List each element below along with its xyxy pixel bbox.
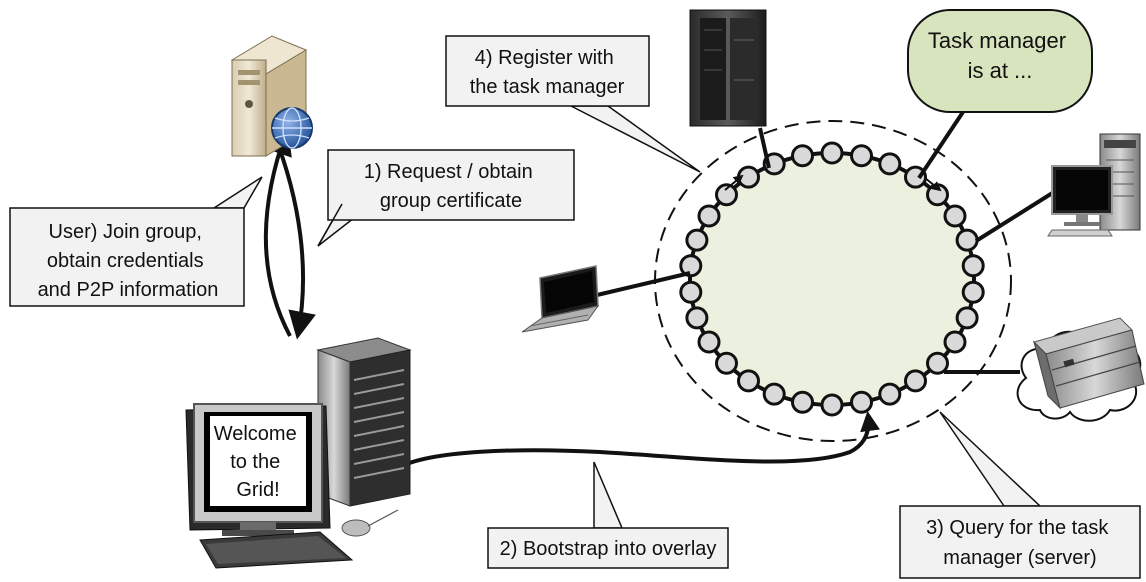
callout-query: 3) Query for the task manager (server) bbox=[899, 411, 1141, 579]
mouse bbox=[341, 519, 371, 537]
globe-icon bbox=[271, 107, 313, 149]
overlay-connections bbox=[397, 110, 1056, 470]
overlay-peer-node bbox=[878, 152, 902, 176]
callout-register: 4) Register with the task manager bbox=[445, 35, 701, 173]
svg-text:1) Request / obtain grou: 1) Request / obtain group certificate bbox=[364, 161, 539, 212]
callout-user-join-line1: User) Join group, bbox=[49, 221, 202, 243]
workstation-icon: Welcome to the Grid! bbox=[185, 337, 412, 569]
arrow-to-workstation bbox=[272, 133, 316, 340]
overlay-peer-node bbox=[943, 330, 967, 354]
overlay-peer-node bbox=[737, 369, 760, 393]
speech-bubble-line1: Task manager bbox=[928, 28, 1066, 53]
overlay-peer-node bbox=[850, 144, 873, 168]
svg-text:3) Query for the task ma: 3) Query for the task manager (server) bbox=[926, 517, 1114, 569]
overlay-peer-node bbox=[926, 351, 949, 375]
speech-bubble-line2: is at ... bbox=[968, 58, 1033, 83]
callout-request-cert-box bbox=[327, 149, 575, 221]
callout-request-cert: 1) Request / obtain group certificate bbox=[317, 149, 575, 247]
desktop-connection bbox=[974, 190, 1056, 243]
callout-query-line1: 3) Query for the task bbox=[926, 517, 1109, 539]
callout-register-line1: 4) Register with bbox=[475, 47, 614, 69]
callout-register-box bbox=[445, 35, 650, 107]
callout-request-cert-line2: group certificate bbox=[380, 190, 522, 212]
overlay-peer-node bbox=[878, 382, 902, 406]
overlay-peer-node bbox=[715, 351, 738, 375]
overlay-peer-node bbox=[850, 390, 873, 414]
tower-front-vents bbox=[353, 369, 405, 479]
credential-arrows bbox=[263, 126, 316, 340]
overlay-peer-node bbox=[820, 141, 844, 165]
overlay-peer-node bbox=[679, 280, 703, 304]
callout-bootstrap-pointer bbox=[593, 461, 624, 529]
boundary-arrow-right bbox=[924, 177, 942, 192]
desktop-pc-icon bbox=[1047, 133, 1141, 237]
bootstrap-connection bbox=[397, 411, 881, 470]
laptop-icon bbox=[521, 265, 600, 333]
boundary-arrow-left bbox=[724, 174, 744, 191]
callout-user-join-line3: and P2P information bbox=[38, 279, 219, 301]
overlay-peer-node bbox=[715, 183, 738, 207]
monitor-screen-line1: Welcome bbox=[214, 423, 297, 445]
overlay-peer-node bbox=[904, 165, 927, 189]
overlay-peer-node bbox=[904, 369, 927, 393]
rack-server-icon bbox=[689, 9, 767, 127]
rack-connection bbox=[758, 127, 771, 169]
svg-text:2) Bootstrap into overlay: 2) Bootstrap into overlay bbox=[500, 538, 717, 560]
callout-register-line2: the task manager bbox=[470, 76, 625, 98]
blade-server-icon bbox=[1033, 317, 1145, 410]
callout-bootstrap: 2) Bootstrap into overlay bbox=[487, 461, 729, 569]
overlay-peer-node bbox=[685, 306, 709, 330]
overlay-peer-node bbox=[961, 254, 985, 278]
callout-query-box bbox=[899, 505, 1141, 579]
overlay-peer-node bbox=[955, 306, 979, 330]
overlay-peer-node bbox=[697, 204, 721, 228]
overlay-peer-node bbox=[685, 228, 709, 252]
bubble-connection bbox=[917, 110, 965, 180]
overlay-peer-node bbox=[762, 382, 786, 406]
task-manager-speech-bubble: Task manager is at ... bbox=[907, 9, 1093, 113]
monitor-screen-line3: Grid! bbox=[236, 479, 279, 501]
overlay-peer-node bbox=[791, 390, 814, 414]
svg-text:User) Join group, obtain: User) Join group, obtain credentials and… bbox=[38, 221, 219, 301]
overlay-peer-node bbox=[961, 280, 985, 304]
overlay-peer-node bbox=[791, 144, 814, 168]
callout-request-cert-line1: 1) Request / obtain bbox=[364, 161, 533, 183]
callout-bootstrap-line1: 2) Bootstrap into overlay bbox=[500, 538, 717, 560]
arrow-to-server bbox=[263, 126, 292, 337]
callout-query-pointer bbox=[939, 411, 1042, 507]
laptop-connection bbox=[596, 271, 691, 297]
overlay-peer-node bbox=[762, 152, 786, 176]
overlay-peer-node bbox=[820, 393, 844, 417]
callout-user-join-line2: obtain credentials bbox=[47, 250, 204, 272]
overlay-peer-node bbox=[679, 254, 703, 278]
svg-text:Task manager is at ...: Task manager is at ... bbox=[928, 28, 1072, 83]
overlay-peer-node bbox=[697, 330, 721, 354]
svg-text:4) Register with the tas: 4) Register with the task manager bbox=[470, 47, 625, 98]
monitor-screen-line2: to the bbox=[230, 451, 280, 473]
callout-user-join-box bbox=[9, 207, 245, 307]
callout-register-pointer bbox=[570, 105, 701, 173]
speech-bubble-body bbox=[907, 9, 1093, 113]
svg-text:Welcome to the Gri: Welcome to the Grid! bbox=[214, 423, 303, 501]
overlay-peer-node bbox=[955, 228, 979, 252]
overlay-nodes bbox=[679, 141, 985, 417]
callout-query-line2: manager (server) bbox=[943, 547, 1096, 569]
callout-user-join: User) Join group, obtain credentials and… bbox=[9, 176, 263, 307]
callout-user-join-pointer bbox=[211, 176, 263, 209]
p2p-overlay bbox=[654, 120, 1012, 442]
callout-bootstrap-box bbox=[487, 527, 729, 569]
overlay-peer-node bbox=[943, 204, 967, 228]
